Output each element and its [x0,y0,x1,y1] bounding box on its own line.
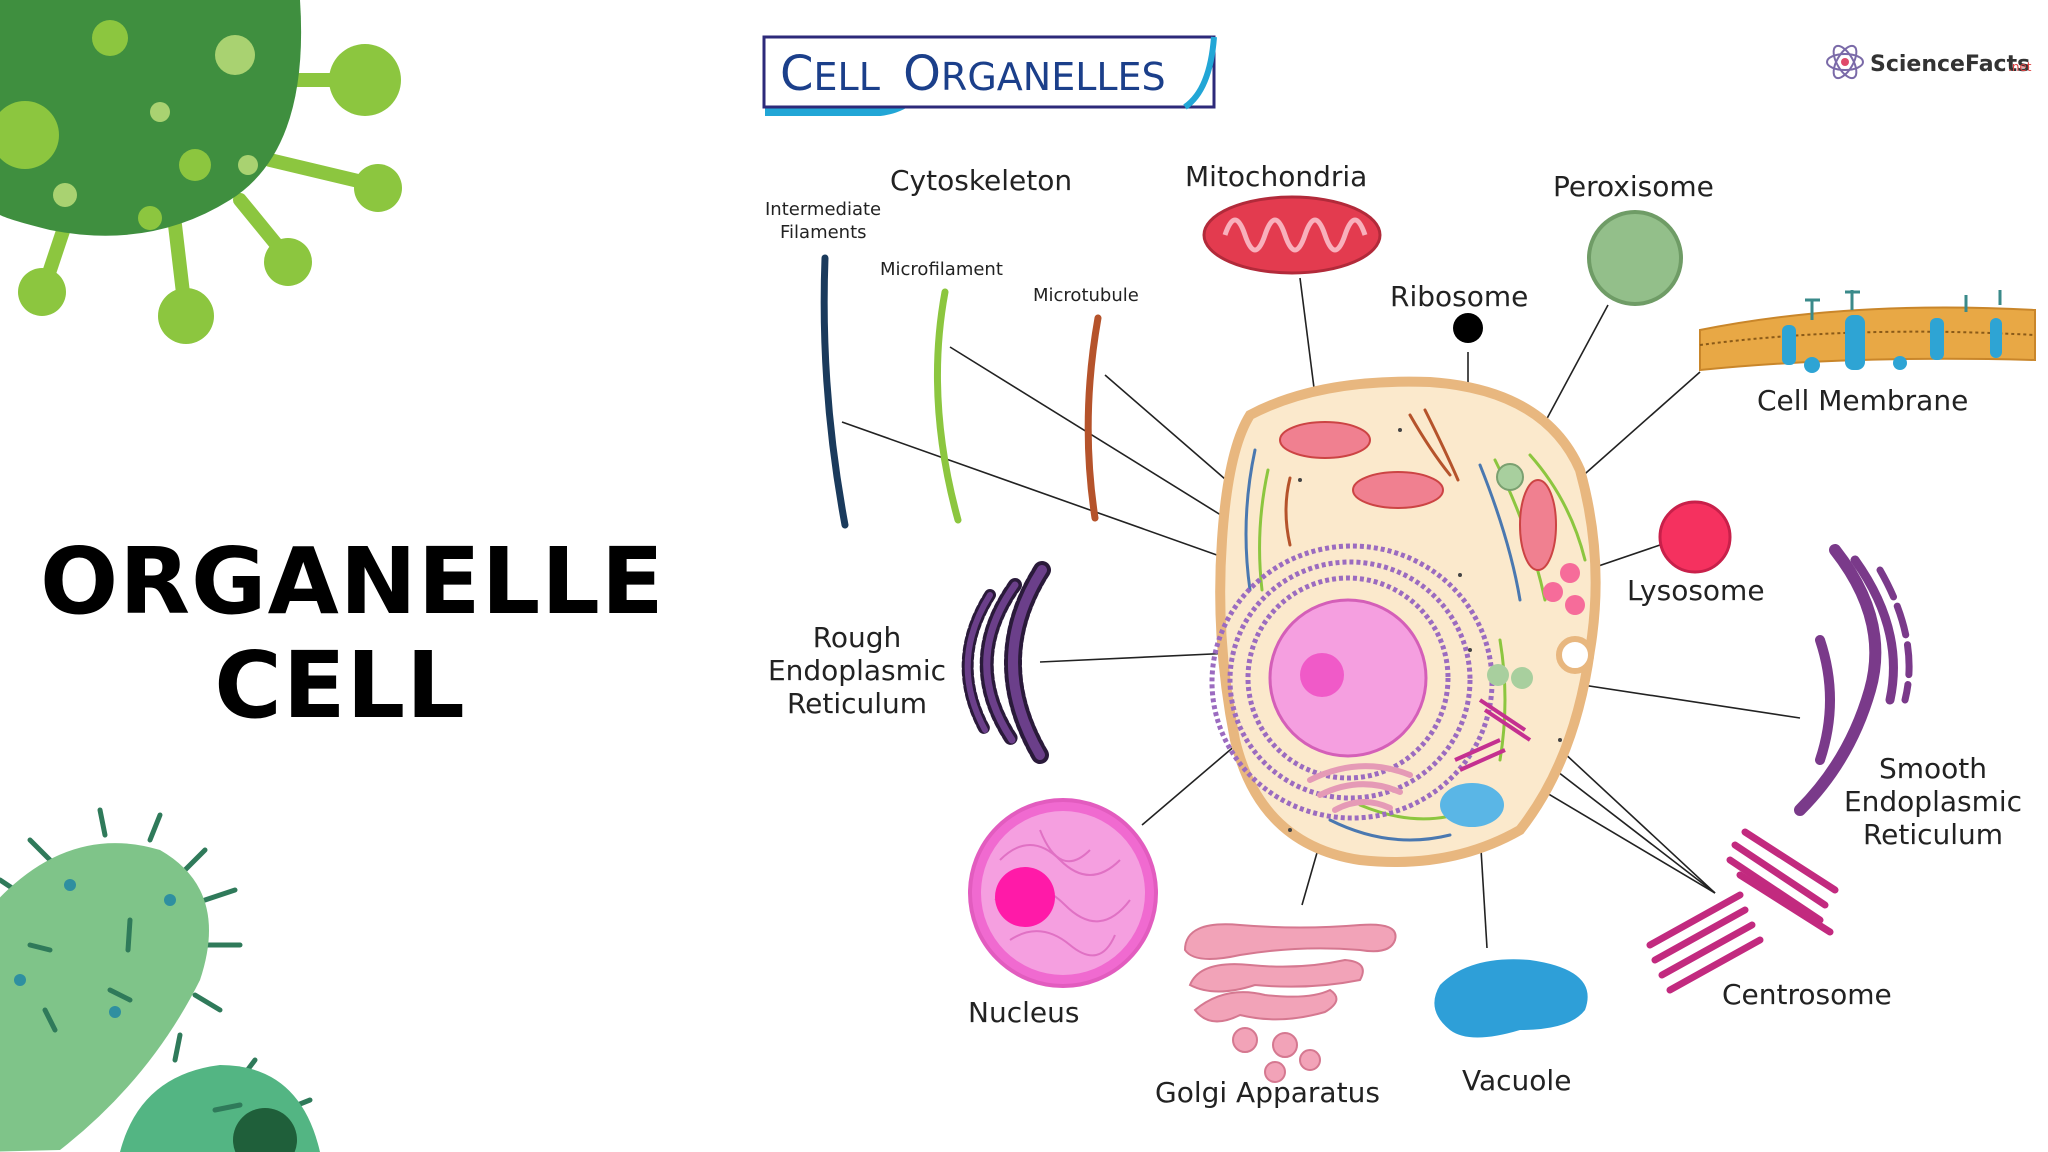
label-ribosome: Ribosome [1390,280,1528,313]
label-rough-er-line1: Rough [813,621,902,654]
label-cytoskeleton: Cytoskeleton [890,164,1072,197]
rough-er-illustration [961,561,1051,764]
diagram-labels: Cytoskeleton Intermediate Filaments Micr… [765,160,2022,1109]
label-smooth-er-line3: Reticulum [1863,818,2003,851]
label-vacuole: Vacuole [1462,1064,1571,1097]
slide-title-line2: CELL [214,632,466,739]
label-golgi-apparatus: Golgi Apparatus [1155,1076,1380,1109]
golgi-illustration [1183,923,1397,1083]
microtubule-strand [1084,314,1102,522]
cell-membrane-illustration [1699,290,2036,373]
header-cap-c: C [780,46,814,102]
header-rest-rganelles: RGANELLES [941,55,1166,99]
smooth-er-illustration [1794,544,1913,816]
germ-illustration-top [0,0,402,344]
microfilament-strand [933,288,962,524]
label-intermediate-filaments-line1: Intermediate [765,199,881,220]
cell-illustration [1209,376,1601,867]
vacuole-illustration [1434,959,1588,1038]
svg-text:CELL ORGANELLES: CELL ORGANELLES [780,46,1166,102]
slide-title: ORGANELLE CELL [40,528,665,739]
label-cell-membrane: Cell Membrane [1757,384,1968,417]
sciencefacts-logo: ScienceFacts .net [1826,44,2032,80]
label-rough-er-line2: Endoplasmic [768,654,946,687]
label-lysosome: Lysosome [1627,574,1765,607]
brand-suffix: .net [2008,60,2032,74]
label-microtubule: Microtubule [1033,285,1139,306]
cell-nucleus-inner [1268,598,1428,758]
peroxisome-illustration [1587,210,1683,306]
label-peroxisome: Peroxisome [1553,170,1714,203]
cytoskeleton-group [820,254,1102,529]
ribosome-illustration [1453,313,1483,343]
label-centrosome: Centrosome [1722,978,1892,1011]
slide-title-line1: ORGANELLE [40,528,665,635]
header-cap-o: O [903,46,941,102]
label-rough-er-line3: Reticulum [787,687,927,720]
label-mitochondria: Mitochondria [1185,160,1367,193]
centrosome-illustration [1646,828,1839,994]
nucleus-illustration [968,798,1158,988]
lysosome-illustration [1658,500,1732,574]
intermediate-filament-strand [820,254,849,529]
bacteria-illustration-bottom [0,807,320,1152]
label-nucleus: Nucleus [968,996,1079,1029]
label-smooth-er-line2: Endoplasmic [1844,785,2022,818]
cell-membrane-outline [1215,376,1601,867]
label-intermediate-filaments-line2: Filaments [780,222,867,243]
header-rest-ell: ELL [814,55,880,99]
label-smooth-er-line1: Smooth [1879,752,1987,785]
mitochondria-illustration [1202,195,1382,275]
label-microfilament: Microfilament [880,259,1003,280]
diagram-header: CELL ORGANELLES [762,35,1217,116]
brand-name: ScienceFacts [1870,52,2030,77]
